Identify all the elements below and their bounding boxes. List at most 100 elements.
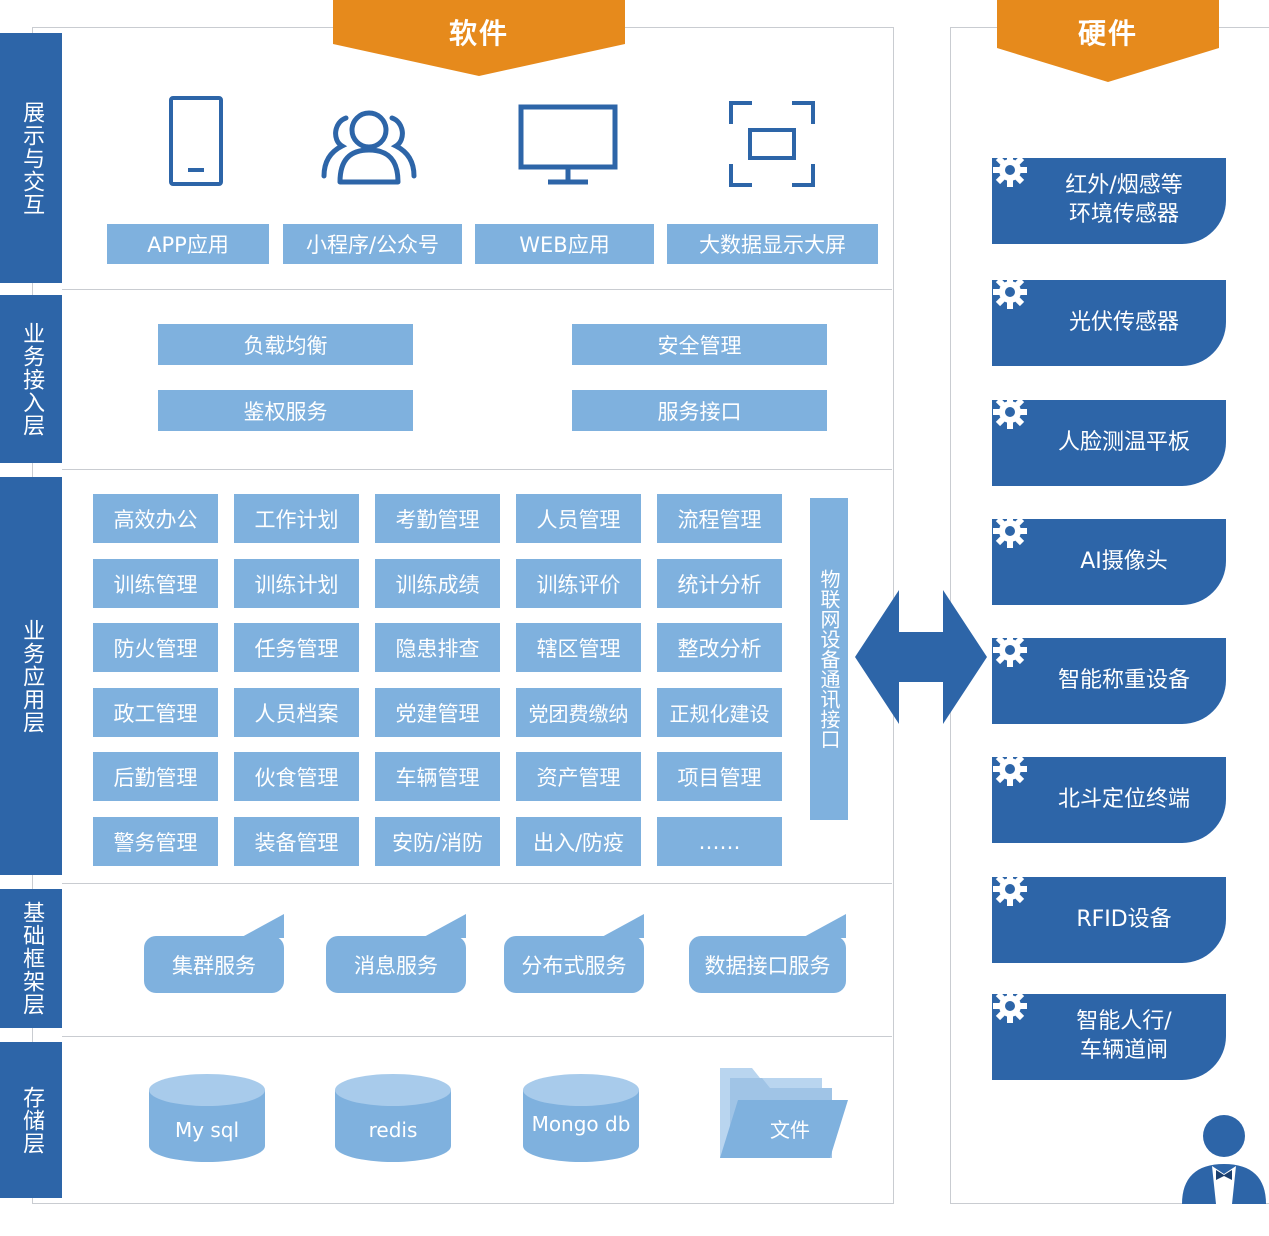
hw-smart-scale: 智能称重设备	[992, 633, 1226, 724]
app-module: 警务管理	[93, 817, 218, 866]
authentication-service: 鉴权服务	[158, 390, 413, 431]
hw-face-temp-tablet: 人脸测温平板	[992, 395, 1226, 486]
label-miniprogram: 小程序/公众号	[283, 224, 462, 264]
database-mysql: My sql	[147, 1072, 267, 1164]
layer-tab-access: 业务接入层	[0, 295, 62, 463]
app-module: 政工管理	[93, 688, 218, 737]
layer-tab-framework-label: 基础框架层	[19, 901, 45, 1016]
hw-label-line: RFID设备	[1076, 906, 1172, 932]
database-mongodb: Mongo db	[521, 1072, 641, 1164]
database-icon	[335, 1074, 451, 1162]
hw-label-line: 环境传感器	[1068, 202, 1179, 227]
hw-env-sensor: 红外/烟感等环境传感器	[992, 153, 1226, 244]
database-label: redis	[368, 1118, 418, 1142]
app-module: 防火管理	[93, 623, 218, 672]
app-module: 人员管理	[516, 494, 641, 543]
hw-rfid-device: RFID设备	[992, 872, 1226, 963]
app-module: 车辆管理	[375, 752, 500, 801]
layer-tab-storage: 存储层	[0, 1042, 62, 1198]
hw-beidou-terminal: 北斗定位终端	[992, 752, 1226, 843]
separator	[62, 1036, 892, 1037]
hw-label-line: 光伏传感器	[1068, 309, 1179, 335]
database-label: Mongo db	[531, 1112, 631, 1136]
hw-label-line: 人脸测温平板	[1057, 429, 1190, 455]
app-module: 正规化建设	[657, 688, 782, 737]
app-module: 安防/消防	[375, 817, 500, 866]
monitor-icon	[518, 104, 618, 185]
app-module: 项目管理	[657, 752, 782, 801]
phone-icon	[169, 96, 223, 186]
app-module: 伙食管理	[234, 752, 359, 801]
app-module: 隐患排查	[375, 623, 500, 672]
app-module: 人员档案	[234, 688, 359, 737]
app-module: 党建管理	[375, 688, 500, 737]
layer-tab-application-label: 业务应用层	[19, 618, 45, 734]
layer-tab-presentation: 展示与交互	[0, 33, 62, 283]
hw-label-line: AI摄像头	[1080, 548, 1168, 574]
separator	[62, 289, 892, 290]
gear-icon	[993, 872, 1027, 906]
database-label: My sql	[174, 1118, 240, 1142]
software-frame	[32, 27, 894, 1204]
storage-file: 文件	[718, 1062, 850, 1160]
users-icon	[321, 110, 417, 185]
folder-icon	[720, 1068, 848, 1158]
security-management: 安全管理	[572, 324, 827, 365]
distributed-service: 分布式服务	[504, 914, 644, 993]
app-module: ……	[657, 817, 782, 866]
iot-interface-bar: 物联网设备通讯接口	[810, 498, 848, 820]
hw-label-line: 红外/烟感等	[1065, 173, 1183, 199]
app-module: 训练成绩	[375, 559, 500, 608]
app-module: 资产管理	[516, 752, 641, 801]
app-module: 辖区管理	[516, 623, 641, 672]
app-module: 整改分析	[657, 623, 782, 672]
hw-smart-gate: 智能人行/车辆道闸	[992, 989, 1226, 1080]
hardware-header-label: 硬件	[1077, 17, 1138, 50]
message-service: 消息服务	[326, 914, 466, 993]
big-screen-icon	[729, 101, 815, 187]
gear-icon	[993, 395, 1027, 429]
label-web: WEB应用	[475, 224, 654, 264]
software-header-label: 软件	[448, 17, 509, 50]
separator	[62, 883, 892, 884]
app-module: 装备管理	[234, 817, 359, 866]
hw-label-line: 车辆道闸	[1079, 1038, 1168, 1063]
load-balancing: 负载均衡	[158, 324, 413, 365]
layer-tab-application: 业务应用层	[0, 477, 62, 875]
app-module: 训练评价	[516, 559, 641, 608]
file-label: 文件	[770, 1118, 810, 1142]
app-module: 流程管理	[657, 494, 782, 543]
hw-label-line: 智能称重设备	[1057, 667, 1190, 693]
separator	[62, 469, 892, 470]
app-module: 任务管理	[234, 623, 359, 672]
service-interface: 服务接口	[572, 390, 827, 431]
data-interface-service: 数据接口服务	[689, 914, 846, 993]
iot-interface-label: 物联网设备通讯接口	[817, 569, 841, 749]
gear-icon	[993, 752, 1027, 786]
gear-icon	[993, 514, 1027, 548]
hw-pv-sensor: 光伏传感器	[992, 275, 1226, 366]
hw-label-line: 北斗定位终端	[1057, 786, 1190, 812]
app-module: 考勤管理	[375, 494, 500, 543]
gear-icon	[993, 275, 1027, 309]
database-icon	[523, 1074, 639, 1162]
hardware-header: 硬件	[997, 0, 1219, 84]
software-header: 软件	[333, 0, 625, 78]
label-bigscreen: 大数据显示大屏	[667, 224, 878, 264]
app-module: 统计分析	[657, 559, 782, 608]
app-module: 训练计划	[234, 559, 359, 608]
layer-tab-access-label: 业务接入层	[19, 321, 45, 437]
double-arrow-icon	[855, 590, 987, 724]
hw-ai-camera: AI摄像头	[992, 514, 1226, 605]
gear-icon	[993, 989, 1027, 1023]
app-module: 党团费缴纳	[516, 688, 641, 737]
hw-label-line: 智能人行/	[1076, 1009, 1172, 1035]
person-icon	[1182, 1115, 1266, 1204]
layer-tab-storage-label: 存储层	[19, 1085, 45, 1155]
gear-icon	[993, 153, 1027, 187]
app-module: 训练管理	[93, 559, 218, 608]
label-app: APP应用	[107, 224, 269, 264]
app-module: 高效办公	[93, 494, 218, 543]
app-module: 工作计划	[234, 494, 359, 543]
app-module: 后勤管理	[93, 752, 218, 801]
